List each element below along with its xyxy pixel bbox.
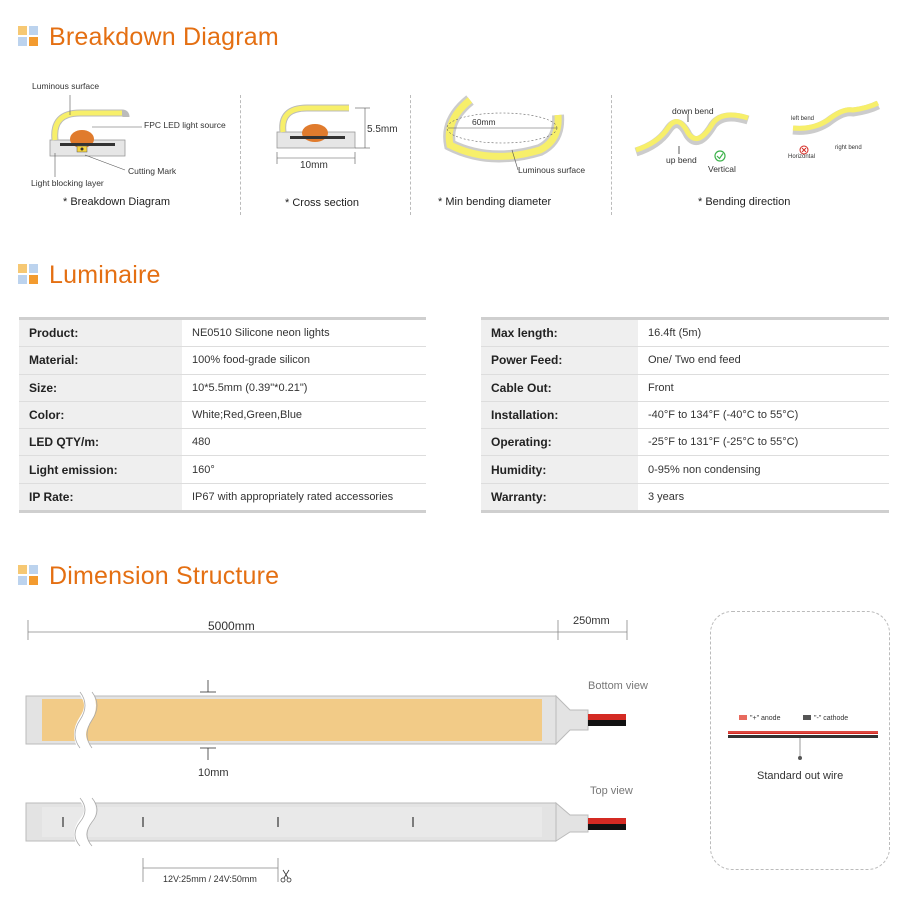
- label-horizontal: Horizontal: [788, 154, 816, 160]
- section-title-dimension: Dimension Structure: [18, 559, 279, 593]
- bending-illustration: [443, 95, 565, 171]
- section-icon: [18, 26, 40, 48]
- spec-key: IP Rate:: [19, 482, 182, 514]
- spec-value: One/ Two end feed: [638, 346, 889, 375]
- bend-direction-illustration: [634, 100, 881, 162]
- section-heading: Luminaire: [49, 260, 161, 289]
- table-row: Size:10*5.5mm (0.39"*0.21"): [19, 373, 426, 402]
- table-row: Product:NE0510 Silicone neon lights: [19, 316, 426, 347]
- spec-value: 160°: [182, 455, 426, 484]
- spec-key: Material:: [19, 346, 182, 375]
- spec-value: NE0510 Silicone neon lights: [182, 316, 426, 347]
- spec-key: Installation:: [481, 400, 638, 429]
- spec-value: Front: [638, 373, 889, 402]
- caption-breakdown: * Breakdown Diagram: [63, 196, 170, 208]
- spec-value: IP67 with appropriately rated accessorie…: [182, 482, 426, 514]
- label-left-bend: left bend: [791, 116, 815, 122]
- label-light-blocking: Light blocking layer: [31, 178, 104, 188]
- divider: [611, 95, 612, 215]
- divider: [240, 95, 241, 215]
- label-cutting-mark: Cutting Mark: [128, 166, 177, 176]
- spec-key: Size:: [19, 373, 182, 402]
- dim-height: 5.5mm: [367, 124, 398, 135]
- caption-cross-section: * Cross section: [285, 197, 359, 209]
- table-row: Power Feed:One/ Two end feed: [481, 346, 889, 375]
- label-luminous-surface-2: Luminous surface: [518, 165, 586, 175]
- label-fpc: FPC LED light source: [144, 120, 226, 130]
- spec-key: Cable Out:: [481, 373, 638, 402]
- spec-value: 100% food-grade silicon: [182, 346, 426, 375]
- dimension-drawing: [25, 620, 628, 883]
- dim-width: 10mm: [300, 160, 328, 171]
- spec-key: Product:: [19, 316, 182, 347]
- spec-key: Warranty:: [481, 482, 638, 514]
- label-down-bend: down bend: [672, 106, 714, 116]
- spec-key: Operating:: [481, 428, 638, 456]
- label-right-bend: right bend: [835, 145, 862, 151]
- label-up-bend: up bend: [666, 155, 697, 165]
- table-row: Humidity:0-95% non condensing: [481, 455, 889, 484]
- section-icon: [18, 264, 40, 286]
- spec-value: 16.4ft (5m): [638, 316, 889, 347]
- spec-key: Light emission:: [19, 455, 182, 484]
- spec-key: Max length:: [481, 316, 638, 347]
- dim-cut-spacing: 12V:25mm / 24V:50mm: [163, 874, 257, 884]
- label-vertical: Vertical: [708, 164, 736, 174]
- label-luminous-surface: Luminous surface: [32, 81, 100, 91]
- spec-value: 480: [182, 428, 426, 456]
- section-heading: Breakdown Diagram: [49, 22, 279, 51]
- table-row: Material:100% food-grade silicon: [19, 346, 426, 375]
- spec-key: Color:: [19, 400, 182, 429]
- spec-value: 10*5.5mm (0.39"*0.21"): [182, 373, 426, 402]
- spec-value: White;Red,Green,Blue: [182, 400, 426, 429]
- label-standard-wire: Standard out wire: [757, 770, 844, 782]
- wire-panel: [710, 611, 890, 870]
- table-row: IP Rate:IP67 with appropriately rated ac…: [19, 482, 426, 514]
- spec-value: 0-95% non condensing: [638, 455, 889, 484]
- section-heading: Dimension Structure: [49, 561, 280, 590]
- table-row: Installation:-40°F to 134°F (-40°C to 55…: [481, 400, 889, 429]
- table-row: Operating:-25°F to 131°F (-25°C to 55°C): [481, 428, 889, 456]
- label-cathode: "-" cathode: [814, 715, 849, 722]
- section-icon: [18, 565, 40, 587]
- label-anode: "+" anode: [750, 715, 781, 722]
- scissors-icon: [280, 869, 292, 883]
- label-top-view: Top view: [590, 785, 633, 797]
- table-row: Cable Out:Front: [481, 373, 889, 402]
- wire-illustration: [728, 715, 878, 760]
- label-bottom-view: Bottom view: [588, 680, 648, 692]
- spec-key: Power Feed:: [481, 346, 638, 375]
- caption-min-bending: * Min bending diameter: [438, 196, 552, 208]
- section-title-breakdown: Breakdown Diagram: [18, 20, 279, 54]
- dim-bend-diameter: 60mm: [472, 117, 496, 127]
- divider: [410, 95, 411, 215]
- spec-table-right: Max length:16.4ft (5m) Power Feed:One/ T…: [481, 316, 889, 514]
- table-row: LED QTY/m:480: [19, 428, 426, 456]
- table-row: Max length:16.4ft (5m): [481, 316, 889, 347]
- spec-value: -40°F to 134°F (-40°C to 55°C): [638, 400, 889, 429]
- cross-section-illustration: [276, 104, 370, 164]
- dim-length: 5000mm: [208, 619, 255, 633]
- spec-value: 3 years: [638, 482, 889, 514]
- breakdown-illustration: [49, 95, 142, 177]
- table-row: Color:White;Red,Green,Blue: [19, 400, 426, 429]
- spec-key: Humidity:: [481, 455, 638, 484]
- dim-width: 10mm: [198, 767, 229, 779]
- section-title-luminaire: Luminaire: [18, 258, 161, 292]
- caption-bending-direction: * Bending direction: [698, 196, 791, 208]
- spec-value: -25°F to 131°F (-25°C to 55°C): [638, 428, 889, 456]
- dim-cable: 250mm: [573, 615, 610, 627]
- table-row: Light emission:160°: [19, 455, 426, 484]
- table-row: Warranty:3 years: [481, 482, 889, 514]
- spec-table-left: Product:NE0510 Silicone neon lights Mate…: [19, 316, 426, 514]
- spec-key: LED QTY/m:: [19, 428, 182, 456]
